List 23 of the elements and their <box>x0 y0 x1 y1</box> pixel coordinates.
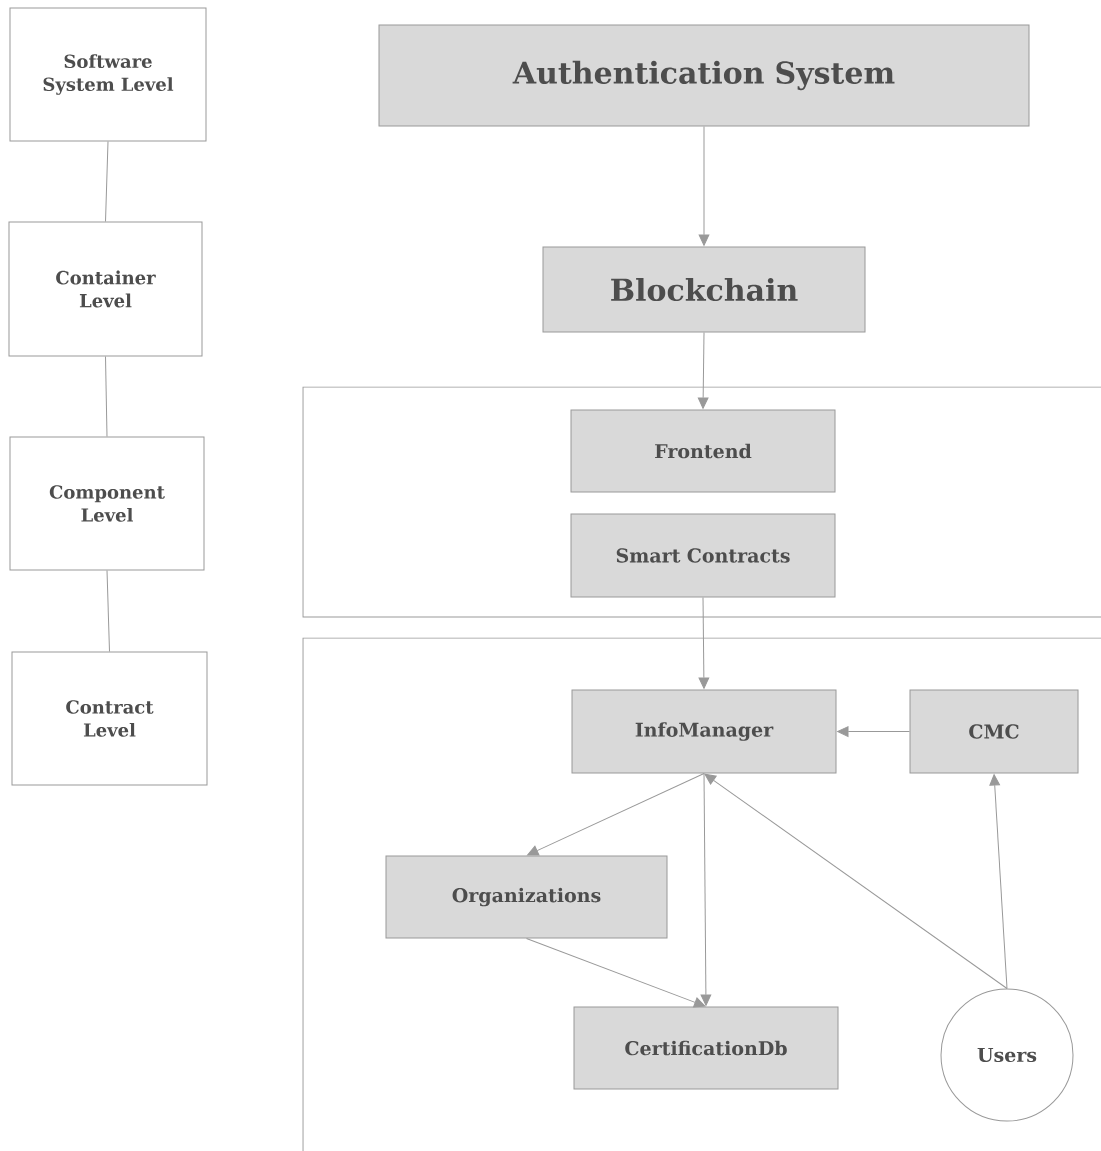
component-box: Smart Contracts <box>570 513 836 598</box>
level-box: Software System Level <box>9 7 207 142</box>
arrow <box>526 938 706 1008</box>
group-panel <box>302 386 1101 618</box>
arrow <box>837 726 910 737</box>
level-box: Container Level <box>8 221 203 357</box>
arrow <box>989 774 1008 989</box>
system-box: Authentication System <box>378 24 1030 127</box>
group-panel <box>302 637 1101 1151</box>
component-box: Organizations <box>385 855 668 939</box>
component-box: Frontend <box>570 409 836 493</box>
component-box: CMC <box>909 689 1079 774</box>
arrow <box>698 126 710 246</box>
component-box: InfoManager <box>571 689 837 774</box>
level-box: Contract Level <box>11 651 208 786</box>
arrow <box>697 332 709 409</box>
arrow <box>698 597 710 689</box>
arrow <box>704 773 1008 989</box>
component-box: CertificationDb <box>573 1006 839 1090</box>
arrow <box>700 773 712 1006</box>
arrow <box>527 773 705 856</box>
level-box: Component Level <box>9 436 205 571</box>
container-box: Blockchain <box>542 246 866 333</box>
